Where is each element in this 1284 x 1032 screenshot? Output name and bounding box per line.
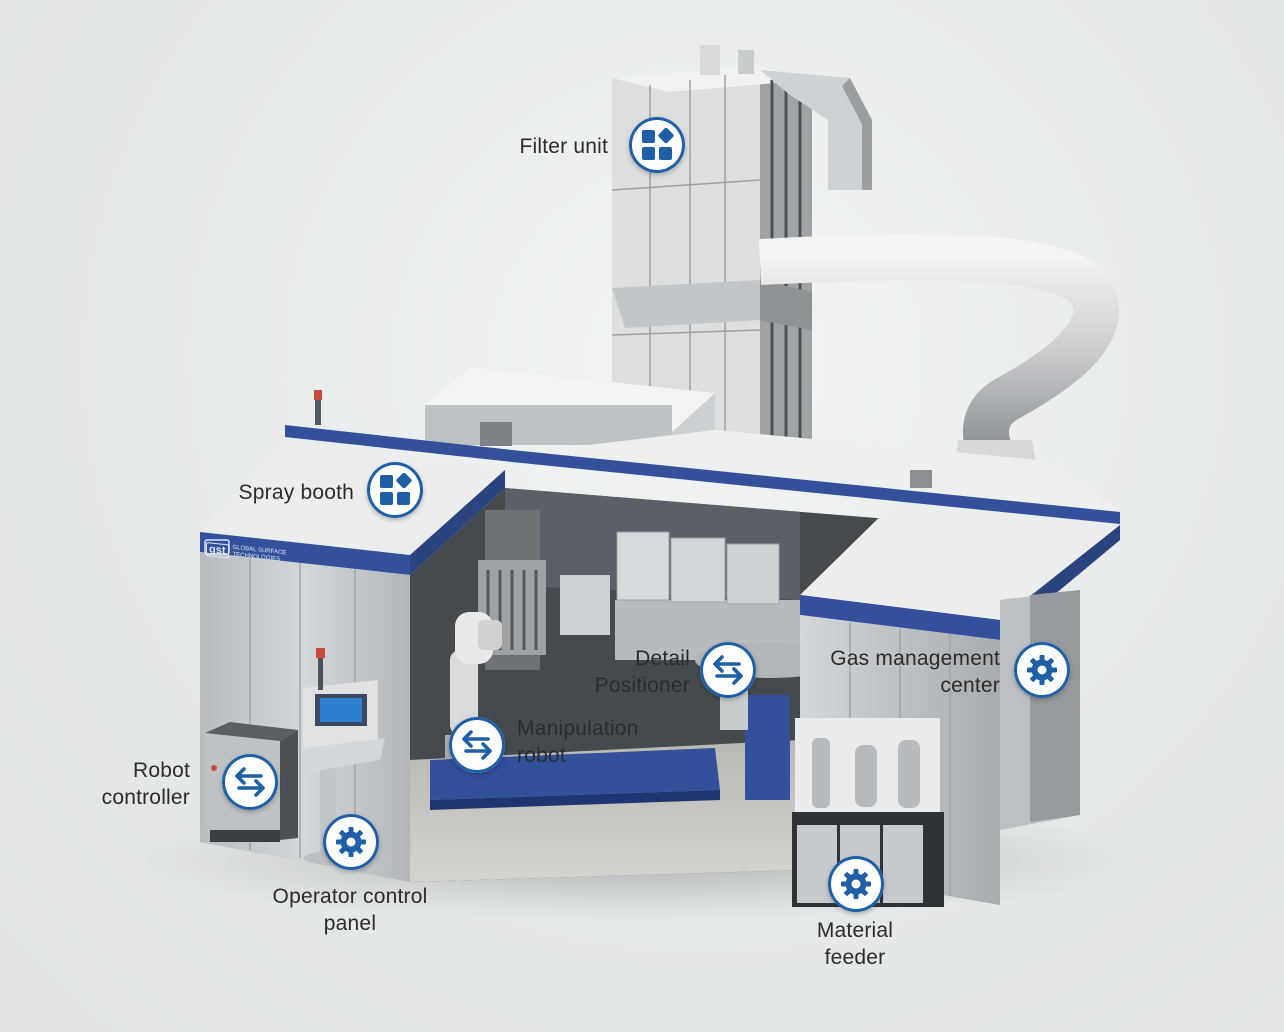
material-feeder-label: Material feeder	[816, 919, 894, 969]
manipulation-robot-label: Manipulation robot	[517, 717, 639, 767]
spray-booth-badge[interactable]	[367, 462, 423, 518]
swap-arrows-icon	[235, 767, 265, 797]
robot-controller-label: Robot controller	[101, 759, 190, 809]
filter-unit-label: Filter unit	[519, 135, 608, 158]
gas-management-center-badge[interactable]	[1014, 642, 1070, 698]
gear-icon	[1027, 655, 1057, 685]
modules-icon	[642, 128, 674, 160]
robot-controller-badge[interactable]	[222, 754, 278, 810]
brand-logo-text: gst	[206, 542, 229, 559]
gear-icon	[336, 827, 366, 857]
operator-panel-unit	[303, 648, 393, 866]
spray-booth-label: Spray booth	[238, 481, 354, 504]
filter-unit-badge[interactable]	[629, 117, 685, 173]
manipulation-robot-badge[interactable]	[449, 717, 505, 773]
detail-positioner-label: Detail Positioner	[594, 647, 690, 697]
swap-arrows-icon	[462, 730, 492, 760]
operator-control-panel-badge[interactable]	[323, 814, 379, 870]
detail-positioner-badge[interactable]	[700, 642, 756, 698]
modules-icon	[380, 473, 412, 505]
gear-icon	[841, 869, 871, 899]
gas-management-center-label: Gas management center	[830, 647, 1000, 697]
roof-housing	[425, 367, 715, 446]
swap-arrows-icon	[713, 655, 743, 685]
operator-control-panel-label: Operator control panel	[272, 885, 428, 935]
material-feeder-badge[interactable]	[828, 856, 884, 912]
exhaust-duct	[758, 234, 1120, 461]
